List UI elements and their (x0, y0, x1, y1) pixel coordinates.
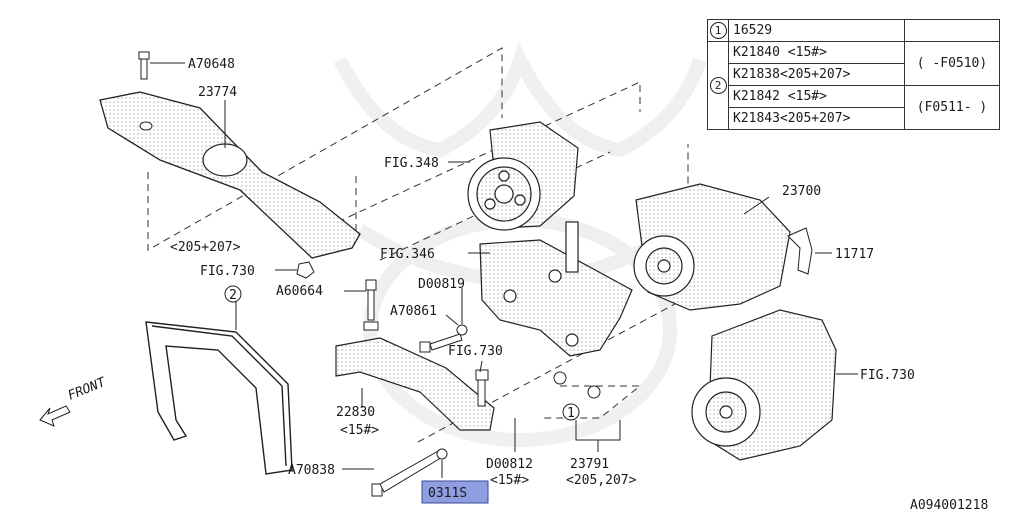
pump-bracket[interactable] (479, 221, 633, 357)
label-23700: 23700 (782, 184, 821, 199)
label-d00812-note: <15#> (490, 473, 529, 488)
callout-2: 2 (224, 285, 242, 303)
highlight-0311s[interactable]: 0311S (421, 480, 489, 504)
table-row: 1 16529 (707, 19, 1000, 42)
table-row: K21842 <15#> (F0511- ) (708, 85, 1000, 130)
label-22830-note: <15#> (340, 423, 379, 438)
hardware[interactable] (296, 261, 601, 497)
part-k21843[interactable]: K21843<205+207> (728, 107, 905, 130)
label-a70861: A70861 (390, 304, 437, 319)
label-variant-205-207: <205+207> (170, 240, 241, 255)
power-steering-pump[interactable] (467, 121, 579, 231)
label-d00819: D00819 (418, 277, 465, 292)
table-row: 2 K21840 <15#> ( -F0510) (707, 41, 1000, 130)
label-fig730-mid: FIG.730 (448, 344, 503, 359)
parts-variant-table: 1 16529 2 K21840 <15#> ( -F0510) K21838<… (707, 19, 1000, 130)
label-23774: 23774 (198, 85, 237, 100)
note-f0511: (F0511- ) (904, 85, 1000, 130)
label-11717: 11717 (835, 247, 874, 262)
label-d00812: D00812 (486, 457, 533, 472)
label-22830: 22830 (336, 405, 375, 420)
label-a70838: A70838 (288, 463, 335, 478)
label-fig730-right: FIG.730 (860, 368, 915, 383)
v-belt[interactable] (145, 321, 293, 475)
label-a70648: A70648 (188, 57, 235, 72)
note-f0510: ( -F0510) (904, 41, 1000, 86)
label-front: FRONT (66, 375, 109, 404)
label-fig348: FIG.348 (384, 156, 439, 171)
ac-compressor[interactable] (691, 309, 837, 461)
leader-lines (150, 62, 858, 478)
ref-circle-2: 2 (709, 77, 727, 94)
part-k21838[interactable]: K21838<205+207> (728, 63, 905, 86)
front-arrow (39, 405, 71, 427)
ref-circle-1: 1 (709, 22, 727, 39)
svg-text:1: 1 (567, 406, 575, 421)
part-k21842[interactable]: K21842 <15#> (728, 85, 905, 108)
diagram-id: A094001218 (910, 498, 988, 512)
label-23791-note: <205,207> (566, 473, 637, 488)
label-0311s: 0311S (428, 486, 467, 501)
bracket-11717[interactable] (787, 227, 813, 275)
label-fig730-top: FIG.730 (200, 264, 255, 279)
part-16529[interactable]: 16529 (728, 19, 905, 42)
svg-text:2: 2 (229, 288, 237, 303)
label-fig346: FIG.346 (380, 247, 435, 262)
label-a60664: A60664 (276, 284, 323, 299)
alternator-23700[interactable] (633, 183, 791, 311)
bracket-22830[interactable] (335, 337, 495, 431)
labels: A70648 23774 FIG.348 23700 <205+207> FIG… (66, 57, 988, 512)
part-k21840[interactable]: K21840 <15#> (728, 41, 905, 64)
label-23791: 23791 (570, 457, 609, 472)
callout-1: 1 (562, 403, 580, 421)
engine-cover-23774[interactable] (99, 91, 361, 259)
bolt-a70648[interactable] (138, 51, 150, 80)
table-row: K21843<205+207> (708, 107, 1000, 130)
